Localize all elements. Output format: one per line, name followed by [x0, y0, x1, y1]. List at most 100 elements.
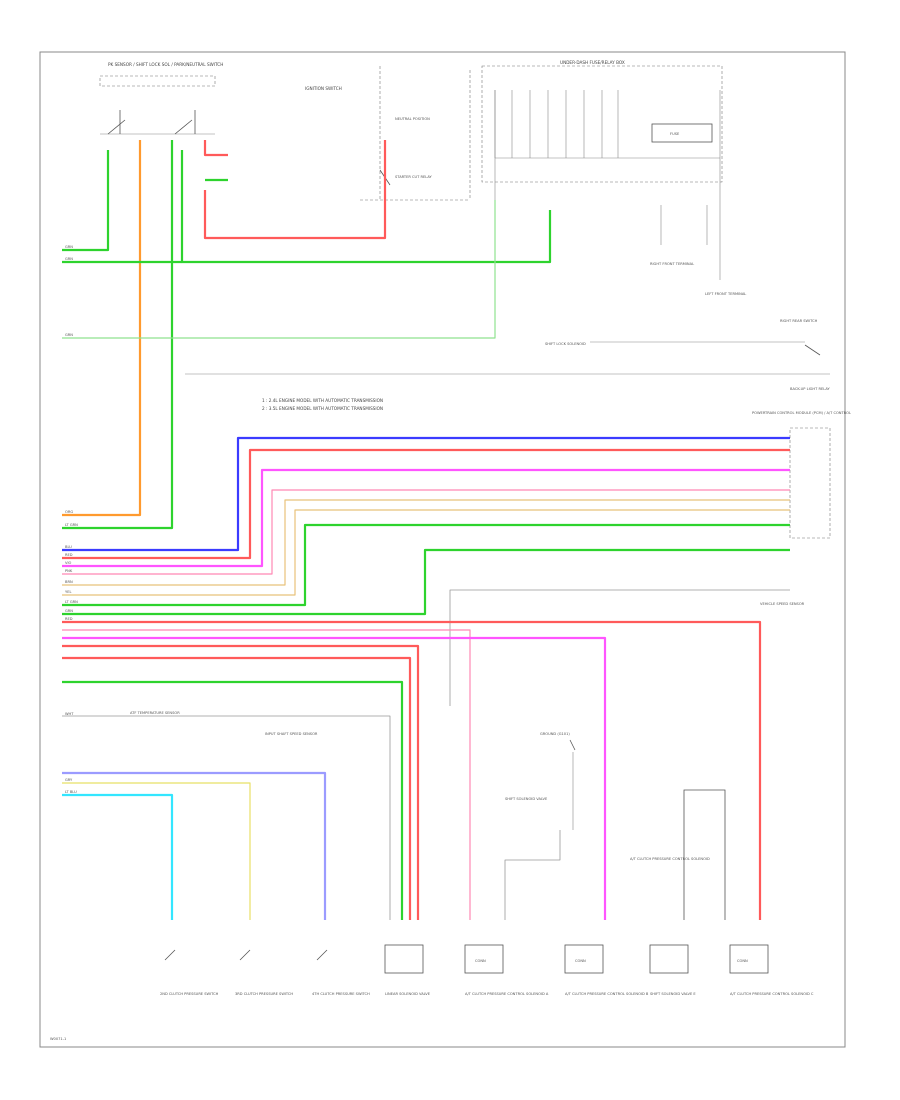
- lockup-label: A/T CLUTCH PRESSURE CONTROL SOLENOID: [630, 857, 710, 861]
- wire-yellow-atf: [62, 782, 251, 920]
- atf-temp-sensor: ATF TEMPERATURE SENSOR: [130, 711, 180, 715]
- bottom-component-2: 3RD CLUTCH PRESSURE SWITCH: [235, 949, 293, 996]
- wire-pink-down: [62, 629, 471, 920]
- bottom-label-6: A/T CLUTCH PRESSURE CONTROL SOLENOID B: [565, 992, 649, 996]
- vss-block: VEHICLE SPEED SENSOR: [760, 602, 805, 606]
- bottom-component-6: A/T CLUTCH PRESSURE CONTROL SOLENOID B: [564, 944, 649, 996]
- pk-switch-label: PK SENSOR / SHIFT LOCK SOL / PARK/NEUTRA…: [108, 62, 223, 67]
- bottom-label-3: 4TH CLUTCH PRESSURE SWITCH: [312, 992, 370, 996]
- right-rear-switch: RIGHT REAR SWITCH SHIFT LOCK SOLENOID BA…: [185, 319, 831, 391]
- bottom-component-7: SHIFT SOLENOID VALVE E: [649, 944, 696, 996]
- diagram-frame: [39, 51, 846, 1048]
- wire-violet: [62, 468, 790, 568]
- svg-text:VEHICLE SPEED SENSOR: VEHICLE SPEED SENSOR: [760, 602, 805, 606]
- legend-line-1: 1 : 2.4L ENGINE MODEL WITH AUTOMATIC TRA…: [262, 398, 383, 403]
- fuse-columns: [494, 90, 619, 158]
- svg-text:RIGHT REAR SWITCH: RIGHT REAR SWITCH: [780, 319, 818, 323]
- wire-lightblue-atf: [62, 771, 327, 920]
- wire-blue: [62, 436, 790, 552]
- svg-text:STARTER CUT RELAY: STARTER CUT RELAY: [395, 175, 433, 179]
- bottom-label-8: A/T CLUTCH PRESSURE CONTROL SOLENOID C: [730, 992, 814, 996]
- bottom-switch-3: [316, 949, 328, 961]
- svg-text:RIGHT FRONT TERMINAL: RIGHT FRONT TERMINAL: [650, 262, 694, 266]
- fuse-relay-box: UNDER-DASH FUSE/RELAY BOX FUSE: [481, 60, 723, 280]
- box-tag-2: CONN: [575, 959, 586, 963]
- wire-red-vss: [62, 620, 762, 920]
- svg-text:IGNITION SWITCH: IGNITION SWITCH: [305, 86, 342, 91]
- svg-text:NEUTRAL POSITION: NEUTRAL POSITION: [395, 117, 430, 121]
- tag-red: RED: [65, 553, 73, 557]
- legend-line-2: 2 : 3.5L ENGINE MODEL WITH AUTOMATIC TRA…: [262, 406, 383, 411]
- svg-text:POWERTRAIN CONTROL MODULE (PCM: POWERTRAIN CONTROL MODULE (PCM) / A/T CO…: [752, 411, 851, 415]
- ground-point: GROUND (G101): [540, 732, 576, 830]
- bottom-component-3: 4TH CLUTCH PRESSURE SWITCH: [312, 949, 370, 996]
- svg-text:LEFT FRONT TERMINAL: LEFT FRONT TERMINAL: [705, 292, 746, 296]
- neutral-position-label: NEUTRAL POSITION: [395, 117, 430, 121]
- wire-tan-1: [62, 499, 790, 586]
- right-rear-switch-label: RIGHT REAR SWITCH: [780, 319, 818, 323]
- bottom-label-1: 2ND CLUTCH PRESSURE SWITCH: [160, 992, 219, 996]
- tag-blu: BLU: [65, 545, 72, 549]
- bottom-box-7: [649, 944, 689, 974]
- wire-green-fuse: [62, 200, 496, 339]
- tag-grn-4: GRN: [65, 609, 73, 613]
- tag-brn: BRN: [65, 580, 73, 584]
- tag-grn-2: GRN: [65, 257, 73, 261]
- right-frame-terminals: RIGHT FRONT TERMINAL LEFT FRONT TERMINAL: [650, 205, 746, 296]
- wire-red-down: [203, 140, 387, 240]
- footer-code: W0071-1: [50, 1037, 66, 1041]
- tag-ltblu: LT BLU: [65, 790, 77, 794]
- wire-green-low: [62, 680, 404, 920]
- ignition-switch: IGNITION SWITCH NEUTRAL POSITION STARTER…: [305, 66, 471, 201]
- bottom-label-2: 3RD CLUTCH PRESSURE SWITCH: [235, 992, 293, 996]
- tag-grn-1: GRN: [65, 245, 73, 249]
- tag-red-2: RED: [65, 617, 73, 621]
- tag-ltgrn: LT GRN: [65, 523, 78, 527]
- bottom-label-5: A/T CLUTCH PRESSURE CONTROL SOLENOID A: [465, 992, 549, 996]
- wire-red-top: [203, 140, 228, 157]
- bottom-switch-2: [239, 949, 251, 961]
- backup-relay-label: BACK-UP LIGHT RELAY: [790, 387, 831, 391]
- bottom-box-5: [464, 944, 504, 974]
- right-frame-label: RIGHT FRONT TERMINAL: [650, 262, 694, 266]
- fuse-label: FUSE: [670, 132, 680, 136]
- shift-lock-label: SHIFT LOCK SOLENOID: [545, 342, 586, 346]
- shift-solenoid-group: SHIFT SOLENOID VALVE: [505, 797, 548, 801]
- svg-text:FUSE: FUSE: [670, 132, 680, 136]
- bottom-box-6: [564, 944, 604, 974]
- starter-cut-label: STARTER CUT RELAY: [395, 175, 433, 179]
- wire-red-down-3: [62, 656, 412, 920]
- bottom-component-5: A/T CLUTCH PRESSURE CONTROL SOLENOID A: [464, 944, 549, 996]
- tag-vio: VIO: [65, 561, 72, 565]
- wire-green-sw: [62, 140, 174, 530]
- tag-yel: YEL: [65, 590, 71, 594]
- wire-orange-top: [62, 140, 142, 517]
- box-tag-3: CONN: [737, 959, 748, 963]
- wire-red-1: [62, 448, 790, 560]
- bottom-label-7: SHIFT SOLENOID VALVE E: [650, 992, 696, 996]
- tag-wht: WHT: [65, 712, 74, 716]
- shift-solenoid-label: SHIFT SOLENOID VALVE: [505, 797, 548, 801]
- bottom-component-8: A/T CLUTCH PRESSURE CONTROL SOLENOID C: [729, 944, 814, 996]
- tag-ltgrn-2: LT GRN: [65, 600, 78, 604]
- wire-green-long: [180, 150, 552, 264]
- svg-text:SHIFT LOCK SOLENOID: SHIFT LOCK SOLENOID: [545, 342, 586, 346]
- wire-green-left: [62, 150, 110, 252]
- wire-violet-down: [62, 636, 607, 920]
- svg-text:UNDER-DASH FUSE/RELAY BOX: UNDER-DASH FUSE/RELAY BOX: [560, 60, 625, 65]
- ground-label: GROUND (G101): [540, 732, 570, 736]
- bottom-components: 2ND CLUTCH PRESSURE SWITCH 3RD CLUTCH PRE…: [160, 944, 814, 996]
- wire-green-pcm: [62, 523, 790, 607]
- tag-org: ORG: [65, 510, 73, 514]
- bottom-box-8: [729, 944, 769, 974]
- bottom-box-4: [384, 944, 424, 974]
- svg-text:2 : 3.5L ENGINE MODEL WITH AUT: 2 : 3.5L ENGINE MODEL WITH AUTOMATIC TRA…: [262, 406, 383, 411]
- tag-grn-3: GRN: [65, 333, 73, 337]
- pcm-label: POWERTRAIN CONTROL MODULE (PCM) / A/T CO…: [752, 411, 851, 415]
- wire-cyan-atf: [62, 793, 174, 920]
- pcm-module: POWERTRAIN CONTROL MODULE (PCM) / A/T CO…: [752, 411, 851, 539]
- bottom-component-4: LINEAR SOLENOID VALVE: [384, 944, 431, 996]
